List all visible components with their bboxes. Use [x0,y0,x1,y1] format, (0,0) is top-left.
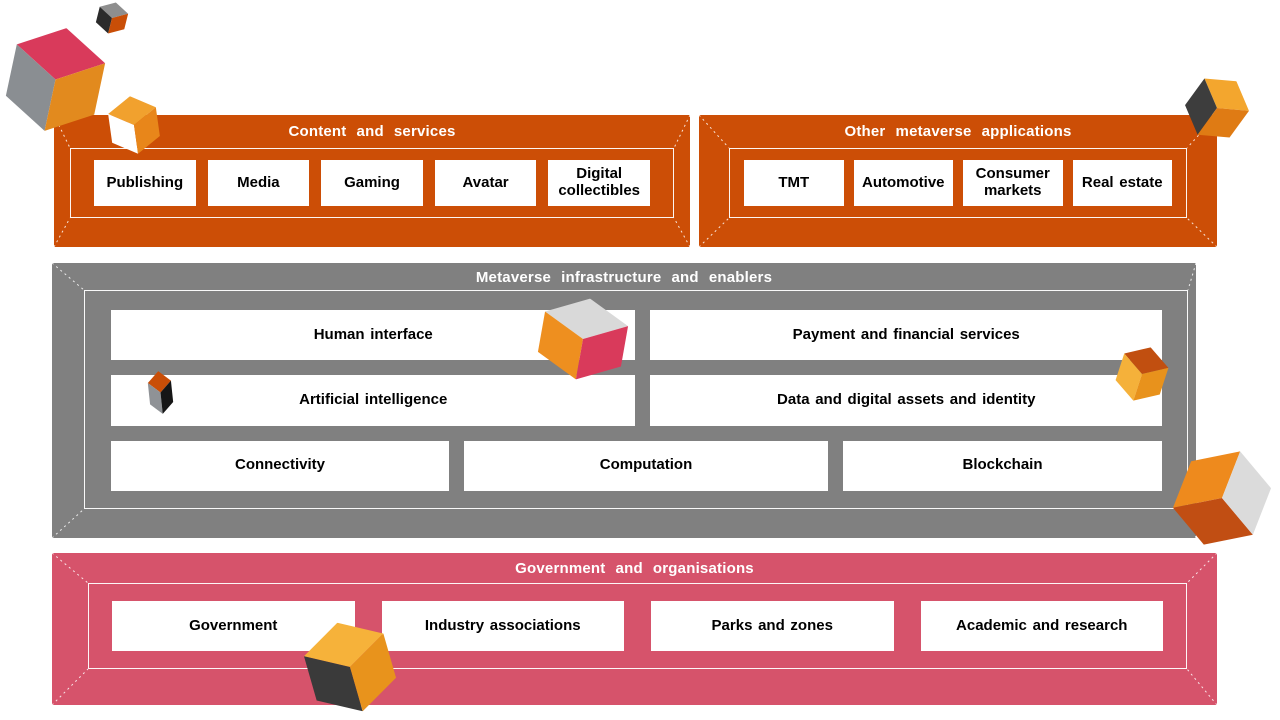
cube-3d-icon [95,2,129,34]
item-data-digital-assets-identity: Data and digital assets and identity [650,375,1162,426]
item-media: Media [207,160,310,206]
item-computation: Computation [464,440,828,491]
panel-title: Metaverse infrastructure and enablers [475,268,773,286]
item-avatar: Avatar [434,160,537,206]
item-government: Government [112,601,355,651]
item-academic-and-research: Academic and research [920,601,1163,651]
panel-inner-frame: Human interface Payment and financial se… [84,290,1188,509]
item-consumer-markets: Consumer markets [963,160,1063,206]
panel-inner-frame: TMT Automotive Consumer markets Real est… [729,148,1187,218]
panel-government-and-organisations: Government and organisations Government … [52,553,1217,705]
panel-title: Content and services [288,123,456,140]
item-artificial-intelligence: Artificial intelligence [111,375,636,426]
infrastructure-row-2: Artificial intelligence Data and digital… [111,375,1162,426]
infrastructure-row-1: Human interface Payment and financial se… [111,310,1162,361]
item-automotive: Automotive [853,160,953,206]
panel-other-metaverse-applications: Other metaverse applications TMT Automot… [699,115,1217,247]
infrastructure-row-3: Connectivity Computation Blockchain [111,440,1162,491]
item-connectivity: Connectivity [111,440,449,491]
item-real-estate: Real estate [1072,160,1172,206]
panel-metaverse-infrastructure: Metaverse infrastructure and enablers Hu… [52,263,1196,538]
item-human-interface: Human interface [111,310,636,361]
panel-content-and-services: Content and services Publishing Media Ga… [54,115,690,247]
item-industry-associations: Industry associations [381,601,624,651]
panel-title: Other metaverse applications [844,123,1072,140]
item-payment-financial-services: Payment and financial services [650,310,1162,361]
panel-title: Government and organisations [515,559,754,577]
item-digital-collectibles: Digital collectibles [548,160,650,206]
panel-inner-frame: Publishing Media Gaming Avatar Digital c… [70,148,674,218]
item-publishing: Publishing [94,160,196,206]
item-tmt: TMT [744,160,844,206]
item-blockchain: Blockchain [843,440,1162,491]
panel-inner-frame: Government Industry associations Parks a… [88,583,1187,669]
item-gaming: Gaming [321,160,423,206]
item-parks-and-zones: Parks and zones [651,601,894,651]
